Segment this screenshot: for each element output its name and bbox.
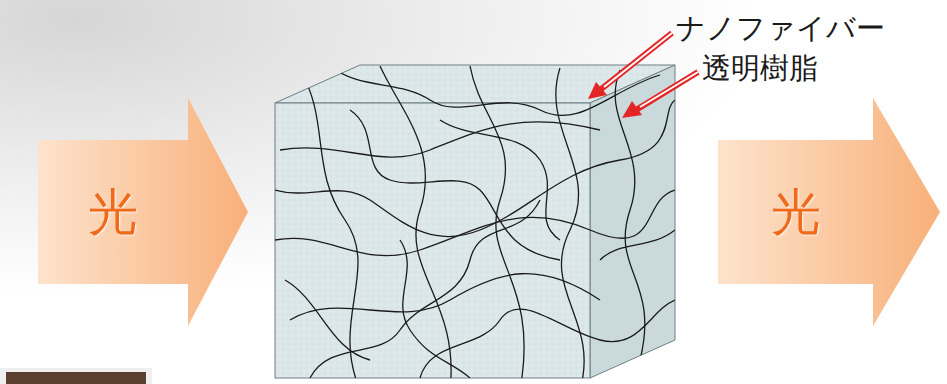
cube <box>275 65 675 384</box>
leader-head <box>588 82 607 99</box>
arrow-fill <box>718 98 940 326</box>
leader-arrows <box>588 33 698 118</box>
cube-front <box>275 103 590 378</box>
leader-line <box>604 33 672 87</box>
light-arrow: 光 <box>718 98 940 326</box>
cube-side <box>590 65 675 378</box>
arrow-label: 光 <box>718 140 873 284</box>
light-arrow: 光 <box>38 98 248 326</box>
arrow-fill <box>38 98 248 326</box>
photo-frame <box>0 368 152 384</box>
photo <box>6 372 146 384</box>
nanofibers <box>275 66 675 384</box>
leader-line <box>600 33 672 90</box>
leader-line <box>636 72 698 110</box>
part-label: 透明樹脂 <box>702 54 818 83</box>
arrow-label: 光 <box>38 140 188 284</box>
photo-fragment <box>0 368 152 384</box>
part-label: ナノファイバー <box>676 14 885 43</box>
leader-line <box>640 72 698 107</box>
leader-head <box>622 101 642 118</box>
arrow-shape <box>718 98 940 326</box>
arrow-shape <box>38 98 248 326</box>
